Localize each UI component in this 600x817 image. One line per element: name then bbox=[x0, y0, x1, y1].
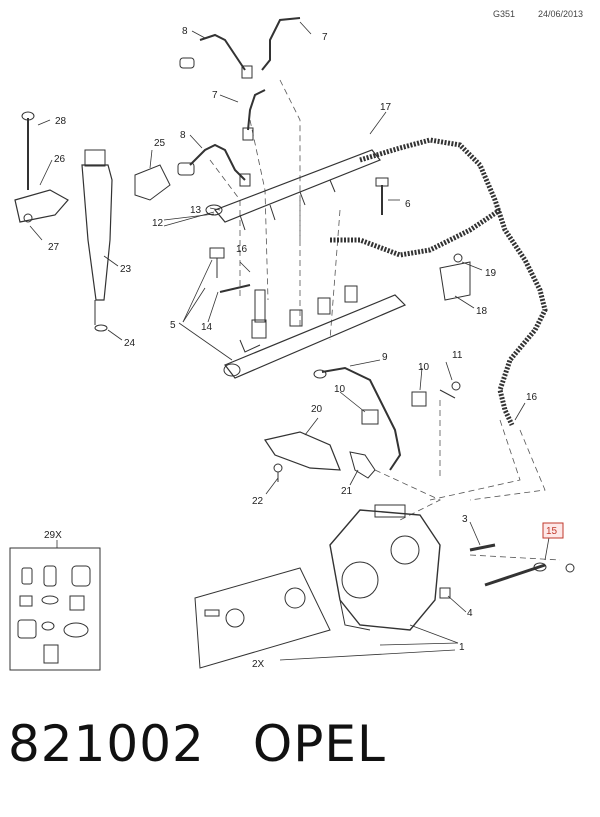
label-part-28: 28 bbox=[55, 116, 67, 127]
label-part-29x: 29X bbox=[44, 530, 62, 541]
label-part-13: 13 bbox=[190, 205, 202, 216]
sheet-code: G351 bbox=[493, 9, 516, 19]
pipe-7-mid bbox=[247, 89, 266, 131]
label-part-7-mid: 7 bbox=[212, 90, 218, 101]
label-part-11: 11 bbox=[452, 350, 463, 361]
label-part-17: 17 bbox=[380, 102, 392, 113]
label-part-7-top: 7 bbox=[322, 32, 328, 43]
footer: 821002 OPEL bbox=[8, 715, 386, 773]
label-part-10-left: 10 bbox=[334, 384, 346, 395]
label-part-10-right: 10 bbox=[418, 362, 430, 373]
label-part-3: 3 bbox=[462, 514, 468, 525]
label-part-16-top: 16 bbox=[236, 244, 248, 255]
pipe-7-upper bbox=[261, 17, 301, 71]
label-part-5: 5 bbox=[170, 320, 176, 331]
kit-29x-box bbox=[9, 547, 101, 671]
label-part-22: 22 bbox=[252, 496, 264, 507]
part-labels: 8 7 7 8 28 25 26 17 6 13 12 27 16 23 19 … bbox=[44, 26, 558, 670]
sheet-date: 24/06/2013 bbox=[538, 9, 584, 19]
pipe-8-mid bbox=[189, 143, 246, 181]
label-part-12: 12 bbox=[152, 218, 164, 229]
highlight-box-15 bbox=[542, 522, 564, 539]
label-part-25: 25 bbox=[154, 138, 166, 149]
label-part-8-mid: 8 bbox=[180, 130, 186, 141]
label-part-27: 27 bbox=[48, 242, 60, 253]
label-part-9: 9 bbox=[382, 352, 388, 363]
high-pressure-pump bbox=[329, 504, 441, 631]
label-part-18: 18 bbox=[476, 306, 488, 317]
label-part-15-highlighted: 15 bbox=[546, 526, 558, 537]
label-part-16-right: 16 bbox=[526, 392, 538, 403]
bracket-20 bbox=[264, 431, 341, 471]
label-part-21: 21 bbox=[341, 486, 353, 497]
brand-name: OPEL bbox=[252, 715, 386, 773]
label-part-14: 14 bbox=[201, 322, 213, 333]
label-part-26: 26 bbox=[54, 154, 66, 165]
label-part-6: 6 bbox=[405, 199, 411, 210]
label-part-1: 1 bbox=[459, 642, 465, 653]
pipe-9 bbox=[321, 366, 402, 471]
label-part-20: 20 bbox=[311, 404, 323, 415]
label-part-23: 23 bbox=[120, 264, 132, 275]
kit-2x-box bbox=[194, 567, 331, 669]
label-part-4: 4 bbox=[467, 608, 473, 619]
label-part-24: 24 bbox=[124, 338, 136, 349]
label-part-2x: 2X bbox=[252, 659, 265, 670]
injector bbox=[81, 149, 113, 332]
label-part-8-top: 8 bbox=[182, 26, 188, 37]
part-number: 821002 bbox=[8, 715, 205, 773]
fuel-rail bbox=[223, 285, 407, 379]
pipe-8-upper bbox=[199, 33, 246, 71]
label-part-19: 19 bbox=[485, 268, 497, 279]
